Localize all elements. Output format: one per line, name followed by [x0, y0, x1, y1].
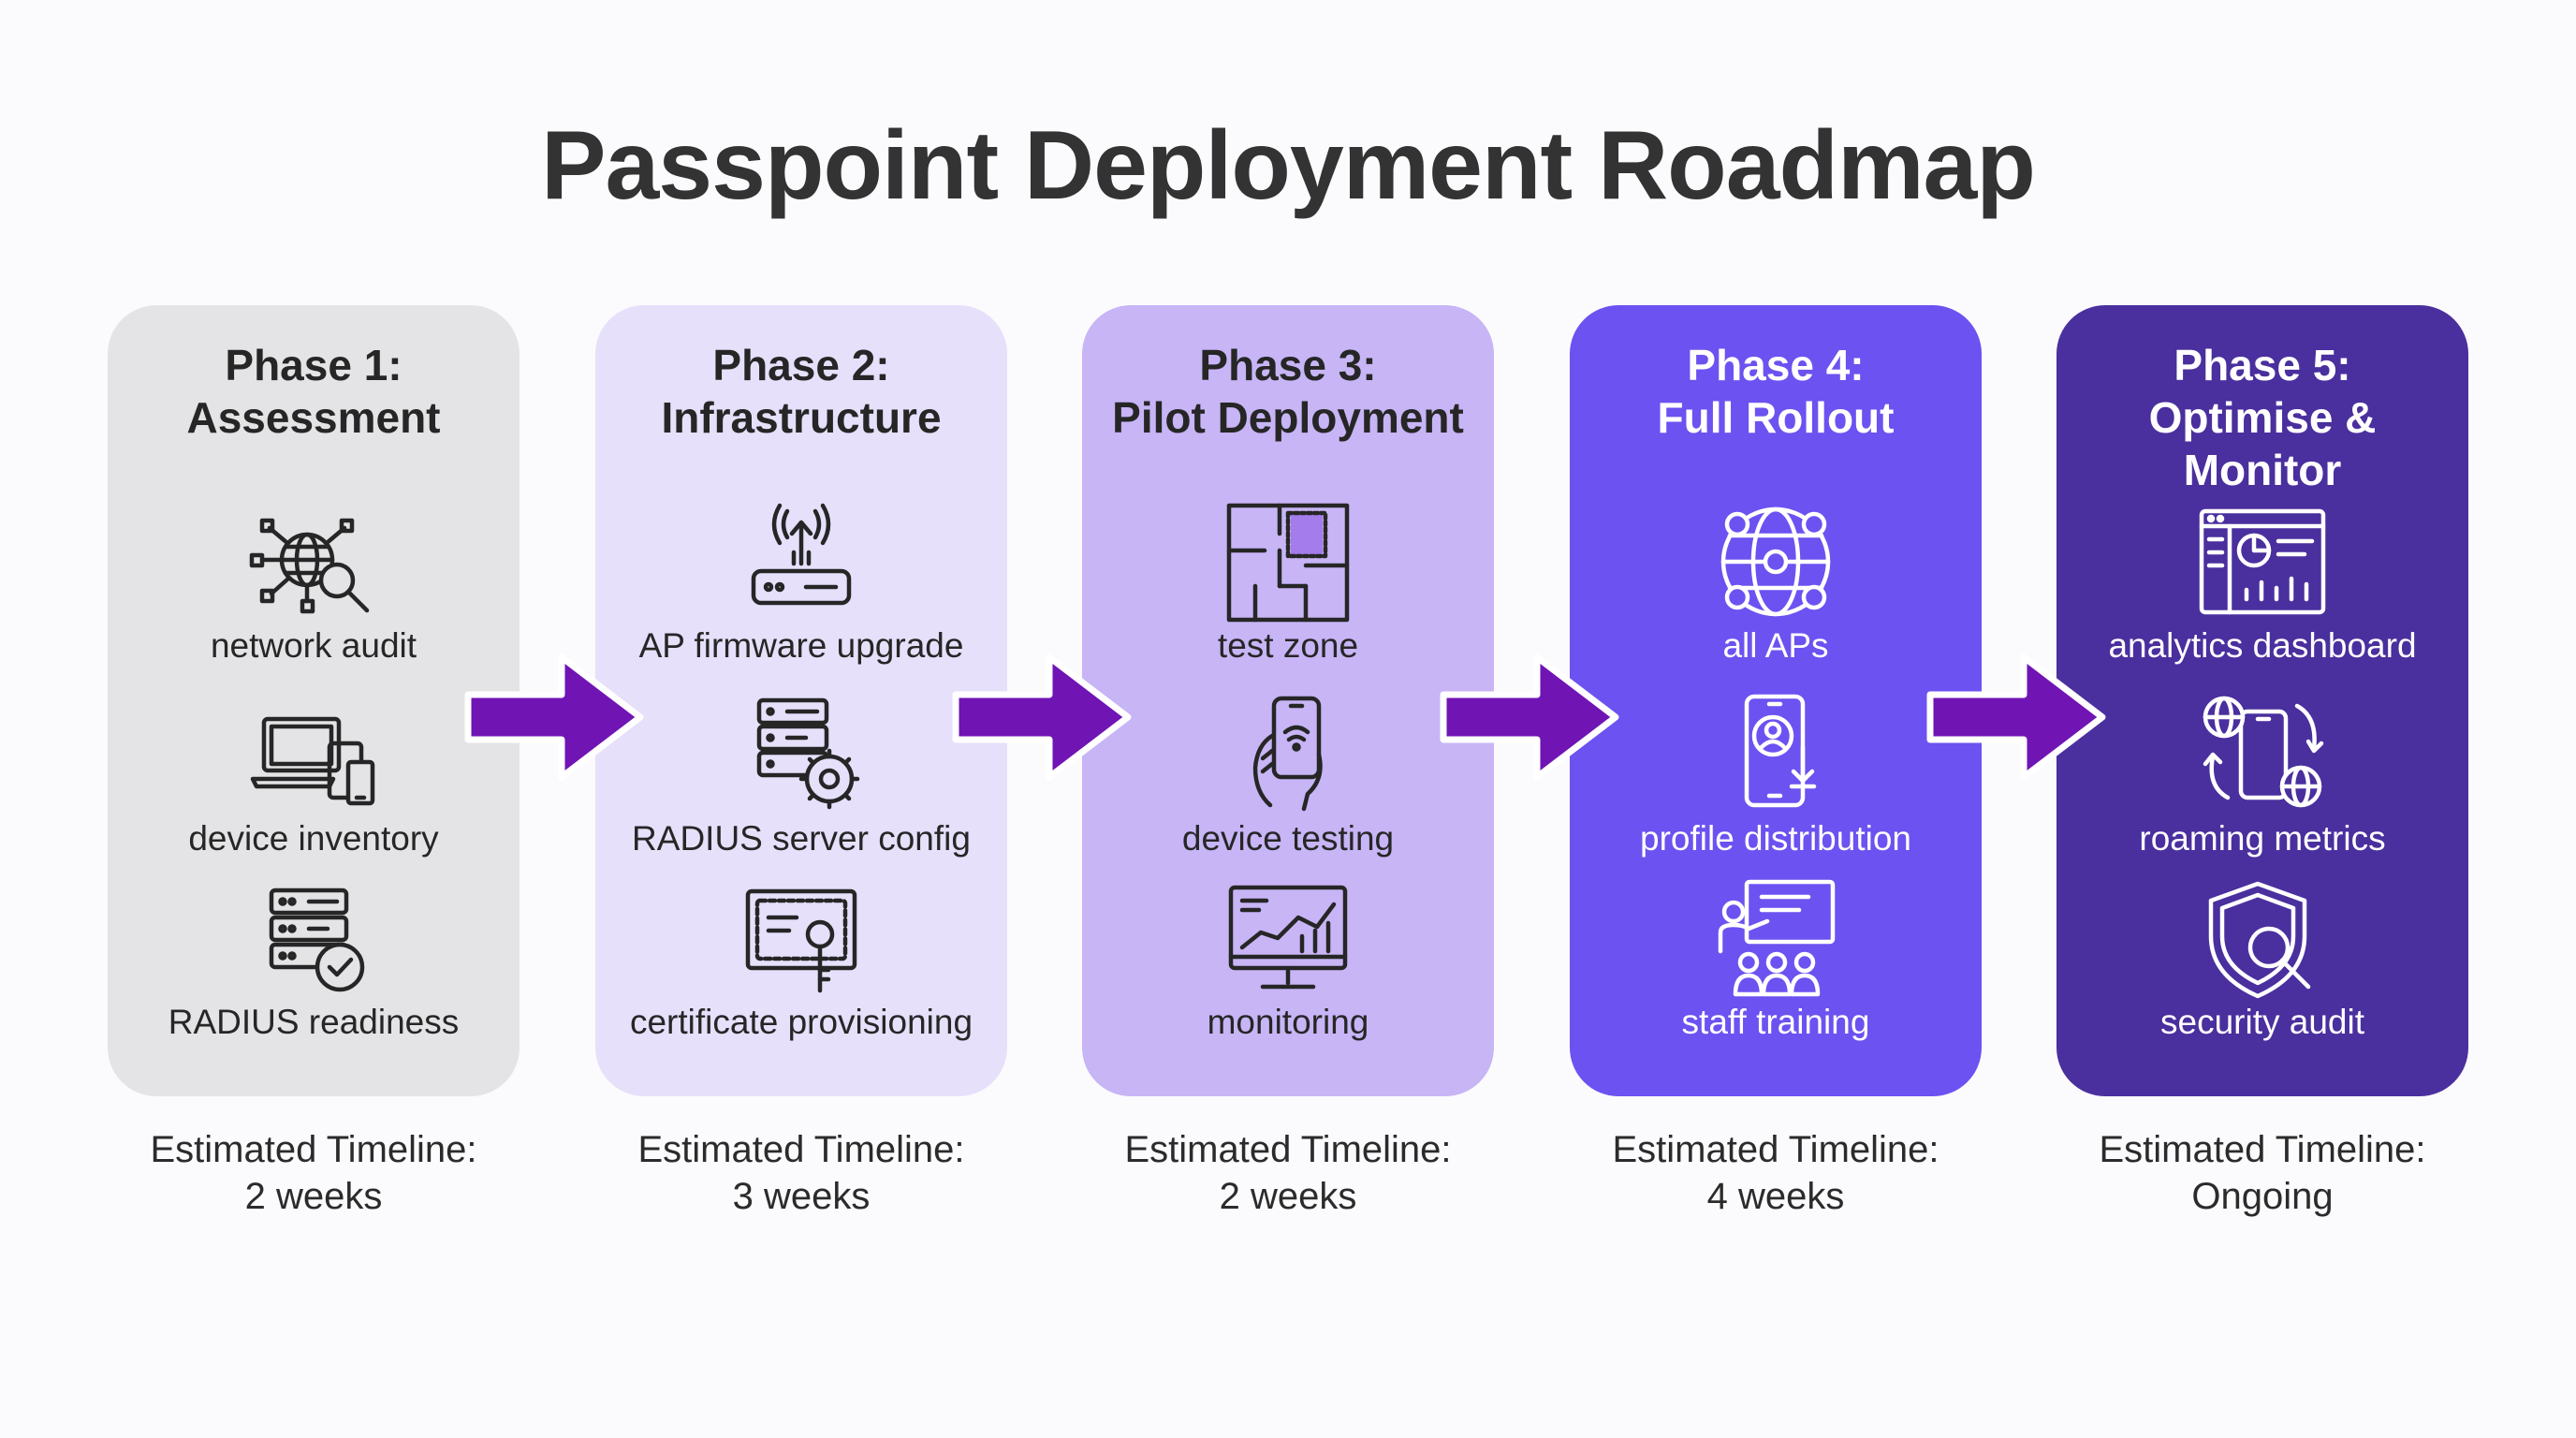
globe-network-search-icon [243, 496, 384, 627]
phase-title: Phase 5: Optimise & Monitor [2056, 339, 2468, 496]
arrow-right-icon [948, 652, 1135, 783]
phone-profile-download-icon [1705, 689, 1846, 820]
phase-title: Phase 3: Pilot Deployment [1082, 339, 1494, 444]
timeline-2: Estimated Timeline: 3 weeks [595, 1126, 1007, 1220]
phase-name: Infrastructure [661, 393, 942, 442]
phase-title: Phase 2: Infrastructure [595, 339, 1007, 444]
phase-number: Phase 3: [1199, 341, 1377, 389]
phase-title: Phase 1: Assessment [108, 339, 520, 444]
timeline-value: 2 weeks [1219, 1176, 1357, 1217]
phase-card-2: Phase 2: Infrastructure AP firmware upgr… [595, 305, 1007, 1096]
phase-name: Optimise & [2148, 393, 2377, 442]
shield-search-icon [2192, 876, 2333, 1007]
arrow-right-icon [1923, 652, 2110, 783]
phase-number: Phase 4: [1687, 341, 1865, 389]
timeline-label: Estimated Timeline: [637, 1129, 965, 1170]
server-gear-icon [731, 689, 871, 820]
presentation-training-icon [1705, 876, 1846, 1007]
phase-number: Phase 5: [2174, 341, 2351, 389]
timeline-label: Estimated Timeline: [1124, 1129, 1452, 1170]
item-label: profile distribution [1640, 819, 1911, 858]
server-checkmark-icon [243, 876, 384, 1007]
item-label: certificate provisioning [629, 1003, 973, 1041]
item-label: analytics dashboard [2108, 626, 2417, 665]
phase-name: Pilot Deployment [1112, 393, 1464, 442]
item-label: monitoring [1207, 1003, 1369, 1041]
arrow-right-icon [1436, 652, 1623, 783]
timeline-4: Estimated Timeline: 4 weeks [1570, 1126, 1982, 1220]
phase-name-continued: Monitor [2183, 446, 2342, 494]
item-label: device inventory [188, 819, 439, 858]
access-point-upgrade-icon [731, 496, 871, 627]
phase-card-1: Phase 1: Assessment network audit device… [108, 305, 520, 1096]
phase-card-3: Phase 3: Pilot Deployment test zone devi… [1082, 305, 1494, 1096]
timeline-1: Estimated Timeline: 2 weeks [108, 1126, 520, 1220]
item-label: staff training [1681, 1003, 1870, 1041]
hand-phone-wifi-icon [1218, 689, 1358, 820]
laptop-devices-icon [243, 689, 384, 820]
item-label: device testing [1181, 819, 1395, 858]
phase-title: Phase 4: Full Rollout [1570, 339, 1982, 444]
timeline-5: Estimated Timeline: Ongoing [2056, 1126, 2468, 1220]
phase-name: Full Rollout [1657, 393, 1895, 442]
item-label: test zone [1217, 626, 1359, 665]
phase-number: Phase 1: [225, 341, 402, 389]
timeline-label: Estimated Timeline: [2099, 1129, 2426, 1170]
item-label: all APs [1722, 626, 1829, 665]
phase-card-4: Phase 4: Full Rollout all APs profile di… [1570, 305, 1982, 1096]
item-label: AP firmware upgrade [638, 626, 964, 665]
timeline-value: 3 weeks [732, 1176, 871, 1217]
item-label: RADIUS readiness [168, 1003, 460, 1041]
page-title: Passpoint Deployment Roadmap [541, 111, 2036, 220]
item-label: RADIUS server config [632, 819, 971, 858]
phase-card-5: Phase 5: Optimise & Monitor analytics da… [2056, 305, 2468, 1096]
item-label: roaming metrics [2139, 819, 2386, 858]
timeline-value: 4 weeks [1706, 1176, 1845, 1217]
timeline-label: Estimated Timeline: [150, 1129, 477, 1170]
floor-plan-icon [1218, 496, 1358, 627]
timeline-3: Estimated Timeline: 2 weeks [1082, 1126, 1494, 1220]
item-label: network audit [210, 626, 417, 665]
monitor-chart-icon [1218, 876, 1358, 1007]
globe-access-points-icon [1705, 496, 1846, 627]
timeline-label: Estimated Timeline: [1612, 1129, 1939, 1170]
timeline-value: 2 weeks [244, 1176, 383, 1217]
certificate-key-icon [731, 876, 871, 1007]
phase-name: Assessment [186, 393, 441, 442]
analytics-dashboard-icon [2192, 502, 2333, 633]
globe-phone-roaming-icon [2192, 689, 2333, 820]
item-label: security audit [2160, 1003, 2364, 1041]
timeline-value: Ongoing [2191, 1176, 2334, 1217]
arrow-right-icon [461, 652, 648, 783]
phase-number: Phase 2: [712, 341, 890, 389]
